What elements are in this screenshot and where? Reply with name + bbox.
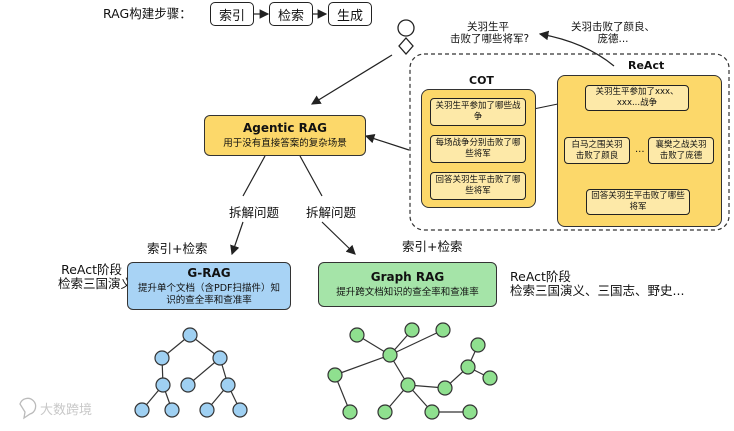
grag-subtitle: 提升单个文档（含PDF扫描件）知识的查全率和查准率 (137, 282, 280, 306)
react-top: 关羽生平参加了xxx、xxx...战争 (585, 85, 689, 111)
cot-step-2: 每场战争分别击败了哪些将军 (430, 135, 526, 163)
graphrag-graph (327, 322, 498, 420)
index-retrieve-right-label: 索引+检索 (402, 239, 463, 254)
pipeline-label: RAG构建步骤： (103, 6, 192, 21)
agentic-rag-subtitle: 用于没有直接答案的复杂场景 (223, 138, 347, 150)
question-diamond (398, 37, 414, 55)
watermark-text: 大数跨境 (40, 403, 93, 418)
cot-label: COT (469, 74, 494, 87)
react-right: 襄樊之战关羽击败了庞德 (648, 137, 714, 164)
question-line-1: 关羽生平 (467, 21, 509, 33)
grag-tree (134, 327, 248, 418)
graphrag-subtitle: 提升跨文档知识的查全率和查准率 (336, 287, 479, 299)
graphrag-stage-line-1: ReAct阶段 (510, 269, 571, 284)
graphrag-title: Graph RAG (370, 270, 445, 285)
decompose-right-label: 拆解问题 (306, 205, 357, 220)
agent-dashed-container (409, 53, 730, 231)
react-left: 白马之围关羽击败了颜良 (564, 137, 630, 164)
decompose-left-label: 拆解问题 (229, 205, 280, 220)
cot-step-1: 关羽生平参加了哪些战争 (430, 98, 526, 126)
watermark-logo (19, 397, 37, 420)
step-generate: 生成 (328, 2, 372, 26)
step-index: 索引 (210, 2, 254, 26)
agentic-rag-box: Agentic RAG 用于没有直接答案的复杂场景 (204, 115, 366, 156)
cot-step-3: 回答关羽生平击败了哪些将军 (430, 172, 526, 200)
graphrag-box: Graph RAG 提升跨文档知识的查全率和查准率 (318, 262, 497, 307)
react-label: ReAct (628, 59, 665, 72)
index-retrieve-left-label: 索引+检索 (147, 241, 208, 256)
react-bottom: 回答关羽生平击败了哪些将军 (586, 189, 690, 215)
graphrag-stage: ReAct阶段 检索三国演义、三国志、野史... (510, 269, 685, 299)
react-ellipsis: ... (635, 144, 645, 155)
step-retrieve: 检索 (269, 2, 313, 26)
graphrag-stage-line-2: 检索三国演义、三国志、野史... (510, 283, 685, 299)
grag-box: G-RAG 提升单个文档（含PDF扫描件）知识的查全率和查准率 (127, 262, 291, 310)
question-circle (397, 19, 415, 37)
question-line-2: 击败了哪些将军? (450, 33, 530, 46)
grag-stage: ReAct阶段 检索三国演义 (58, 262, 134, 292)
answer-line-1: 关羽击败了颜良、 (571, 21, 655, 33)
grag-title: G-RAG (187, 265, 231, 280)
answer-line-2: 庞德... (597, 33, 629, 46)
grag-stage-line-1: ReAct阶段 (61, 262, 122, 277)
grag-stage-line-2: 检索三国演义 (58, 276, 134, 292)
question-text: 关羽生平 击败了哪些将军? (450, 21, 530, 46)
answer-text: 关羽击败了颜良、 庞德... (570, 21, 656, 45)
agentic-rag-title: Agentic RAG (242, 121, 328, 136)
